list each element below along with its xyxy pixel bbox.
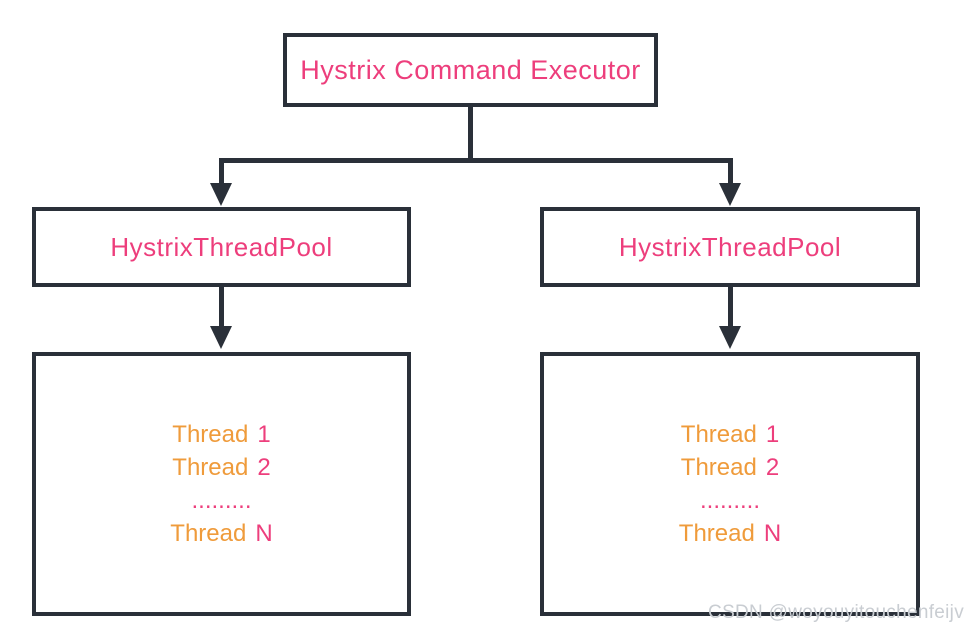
thread-mark: ......... <box>699 487 760 514</box>
thread-line: Thread N <box>170 517 272 550</box>
connector-stem-line <box>468 107 473 162</box>
thread-word: Thread <box>172 454 249 481</box>
thread-line: Thread 1 <box>172 418 270 451</box>
arrowhead-down-icon <box>210 326 232 349</box>
arrowhead-down-icon <box>719 326 741 349</box>
arrowhead-down-icon <box>210 183 232 206</box>
connector-horizontal-line <box>219 158 733 163</box>
thread-line: Thread 1 <box>681 418 779 451</box>
node-hystrix-thread-pool-right: HystrixThreadPool <box>540 207 920 287</box>
thread-word: Thread <box>678 520 755 547</box>
thread-line-ellipsis: ......... <box>700 484 760 517</box>
thread-line: Thread N <box>679 517 781 550</box>
csdn-watermark: CSDN @woyouyitouchenfeijv <box>708 602 964 623</box>
arrowhead-down-icon <box>719 183 741 206</box>
node-hystrix-command-executor-label: Hystrix Command Executor <box>300 54 641 85</box>
thread-line: Thread 2 <box>172 451 270 484</box>
connector-right-pool-drop-line <box>728 287 733 328</box>
thread-word: Thread <box>680 421 757 448</box>
thread-line: Thread 2 <box>681 451 779 484</box>
connector-left-drop-line <box>219 158 224 186</box>
node-hystrix-command-executor: Hystrix Command Executor <box>283 33 658 107</box>
thread-mark: ......... <box>191 487 252 514</box>
thread-word: Thread <box>172 421 249 448</box>
thread-mark: N <box>763 520 782 547</box>
thread-mark: 1 <box>765 421 780 448</box>
thread-mark: 2 <box>765 454 780 481</box>
thread-mark: 2 <box>257 454 271 481</box>
thread-word: Thread <box>680 454 757 481</box>
node-hystrix-thread-pool-left-label: HystrixThreadPool <box>110 231 333 262</box>
thread-line-ellipsis: ......... <box>191 484 251 517</box>
thread-mark: N <box>255 520 273 547</box>
node-hystrix-thread-pool-left: HystrixThreadPool <box>32 207 411 287</box>
node-hystrix-thread-pool-right-label: HystrixThreadPool <box>618 231 842 262</box>
connector-right-drop-line <box>728 158 733 186</box>
thread-word: Thread <box>170 520 247 547</box>
connector-left-pool-drop-line <box>219 287 224 328</box>
thread-mark: 1 <box>257 421 271 448</box>
